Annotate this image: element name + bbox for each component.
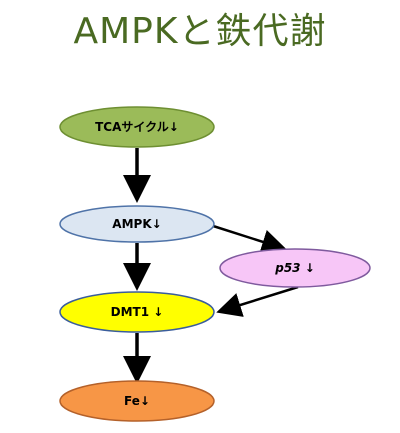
node-dmt1-label: DMT1 ↓ <box>111 305 164 319</box>
arrow-ampk-to-p53 <box>209 223 287 254</box>
node-ampk-shape <box>59 205 215 243</box>
node-tca-cycle: TCAサイクル↓ <box>59 106 215 148</box>
node-p53: p53 ↓ <box>219 248 371 288</box>
node-dmt1-shape <box>59 291 215 333</box>
node-ampk-label: AMPK↓ <box>112 217 161 231</box>
diagram-title: AMPKと鉄代謝 <box>73 11 327 52</box>
node-tca-label: TCAサイクル↓ <box>95 120 179 134</box>
node-fe-label: Fe↓ <box>124 394 150 408</box>
node-p53-label: p53 ↓ <box>274 261 315 275</box>
arrow-p53-to-dmt1 <box>216 285 299 317</box>
node-ampk: AMPK↓ <box>59 205 215 243</box>
node-fe-shape <box>59 380 215 422</box>
node-dmt1: DMT1 ↓ <box>59 291 215 333</box>
node-tca-shape <box>59 106 215 148</box>
node-p53-shape <box>219 248 371 288</box>
node-fe: Fe↓ <box>59 380 215 422</box>
